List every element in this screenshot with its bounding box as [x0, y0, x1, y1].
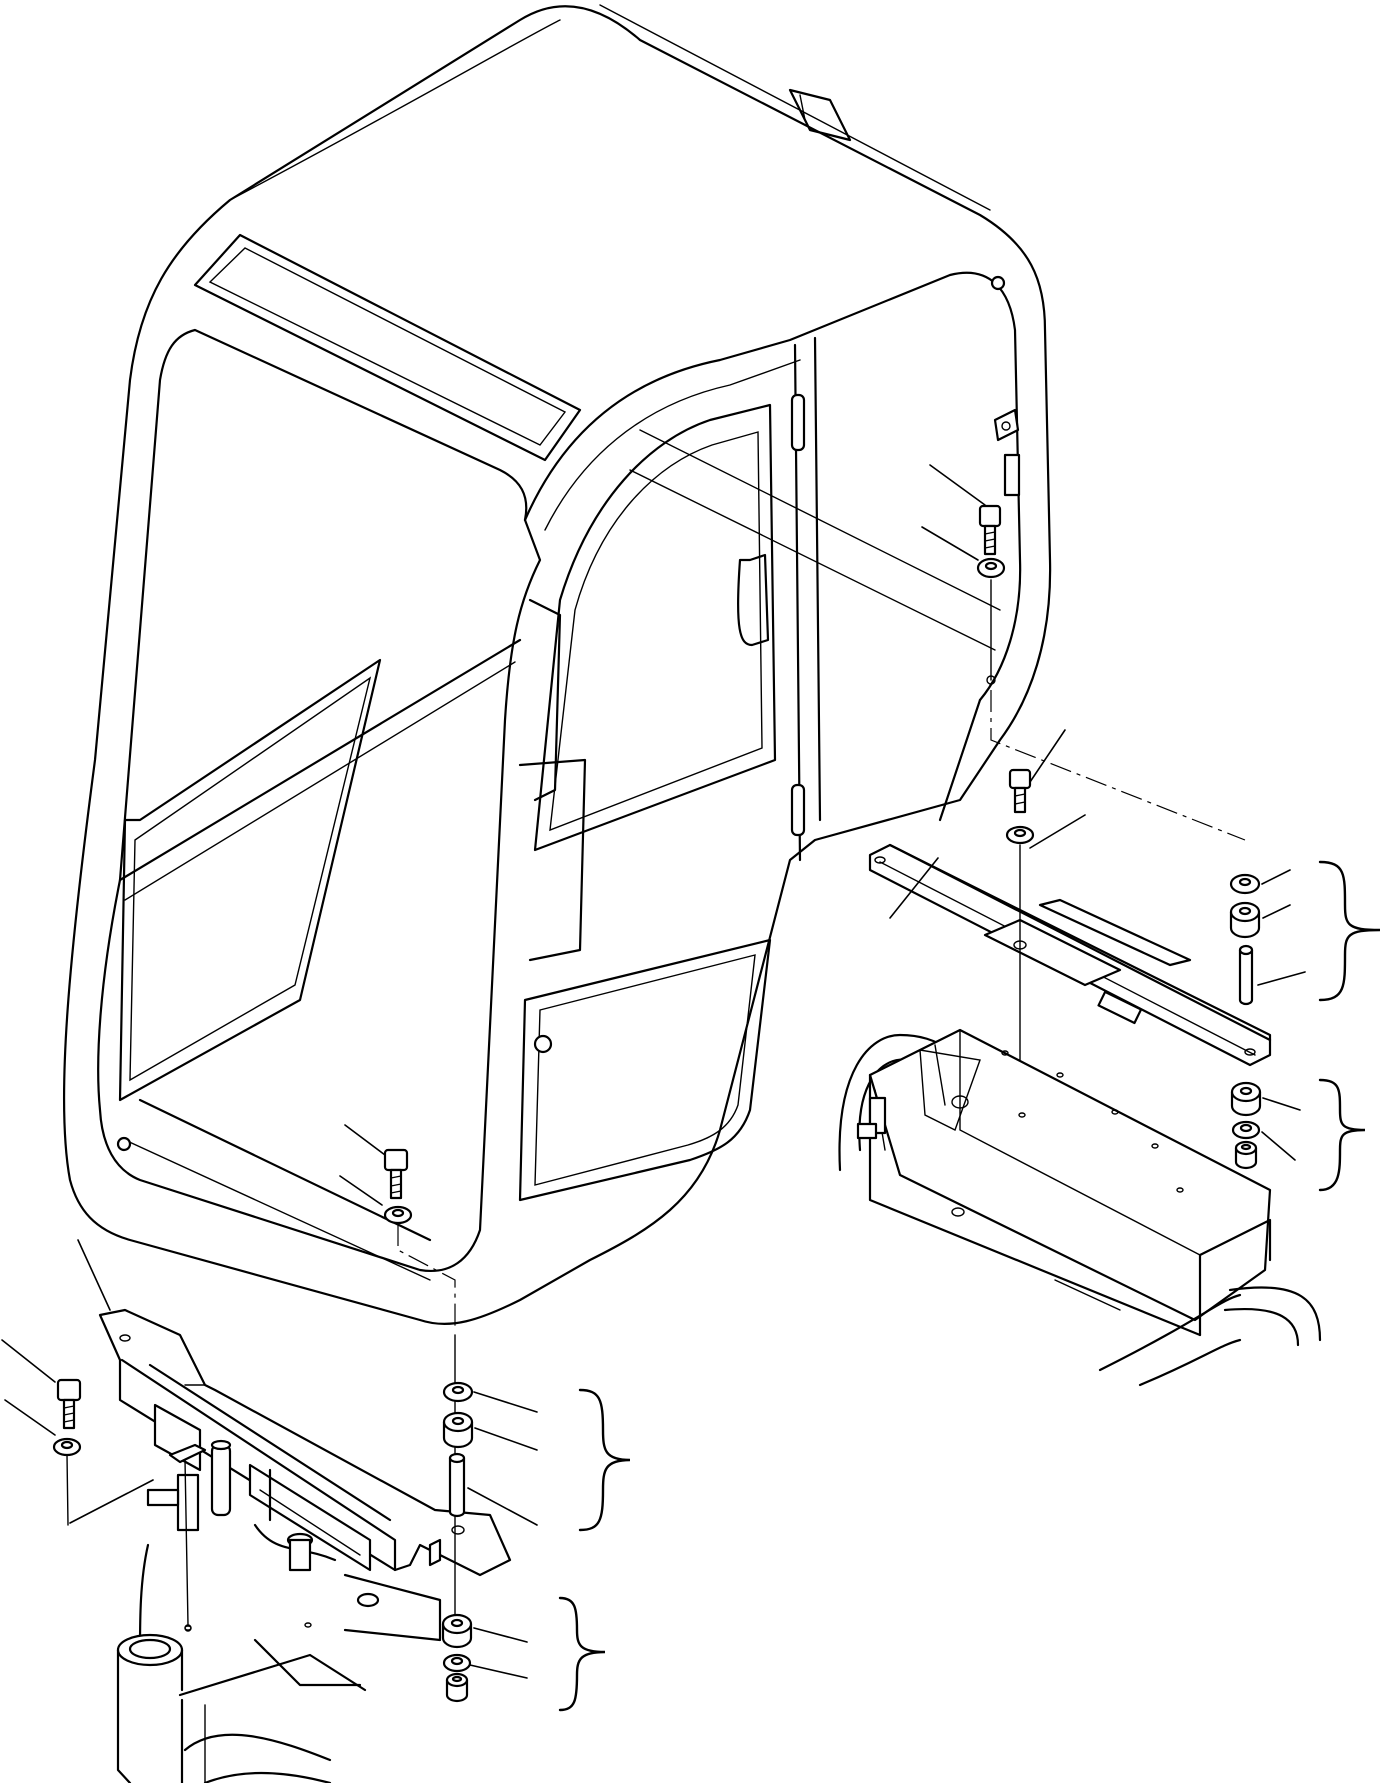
collar [448, 1456, 466, 1518]
group-brace [578, 1388, 631, 1532]
group-brace [1318, 1078, 1366, 1192]
leader-line [339, 1175, 383, 1206]
bolt [978, 504, 1002, 556]
leader-line [1, 1339, 56, 1383]
hinge-lower [790, 783, 806, 837]
leader-line [929, 464, 986, 506]
mount-hole-top [990, 275, 1006, 291]
rear-mount-bracket [868, 843, 1272, 1067]
leader-line [4, 1399, 56, 1436]
leader-line [889, 857, 939, 919]
rear-support-frame [838, 1028, 1322, 1387]
mount-hole-left [116, 1136, 132, 1152]
group-brace [1318, 860, 1380, 1002]
bolt [56, 1378, 82, 1402]
mount-hole-side [533, 1034, 553, 1054]
bolt [1008, 768, 1032, 790]
cab-front-bolt-group [339, 1124, 456, 1330]
right-upper-mount-set [1229, 860, 1380, 1006]
leader-line [1029, 729, 1066, 783]
bolt [383, 1148, 409, 1172]
left-upper-mount-set [442, 1334, 631, 1616]
cab-top-bolt-group [921, 464, 1246, 841]
group-brace [558, 1596, 606, 1712]
hinge-upper [790, 393, 806, 452]
right-lower-mount-set [1230, 1078, 1366, 1192]
right-bracket-bolt-group [1005, 729, 1086, 1120]
washer [976, 557, 1006, 579]
leader-line [344, 1124, 386, 1156]
rear-tab [993, 408, 1020, 442]
cab-frame [62, 4, 1052, 1326]
front-mount-bracket [69, 1239, 512, 1632]
left-lower-mount-set [441, 1596, 606, 1712]
leader-line [1029, 814, 1086, 849]
collar [1238, 948, 1254, 1006]
left-bracket-bolt-group [1, 1339, 82, 1526]
leader-line [77, 1239, 111, 1311]
rear-latch [1003, 453, 1021, 497]
leader-line [921, 526, 979, 561]
front-support-frame [116, 1468, 442, 1783]
